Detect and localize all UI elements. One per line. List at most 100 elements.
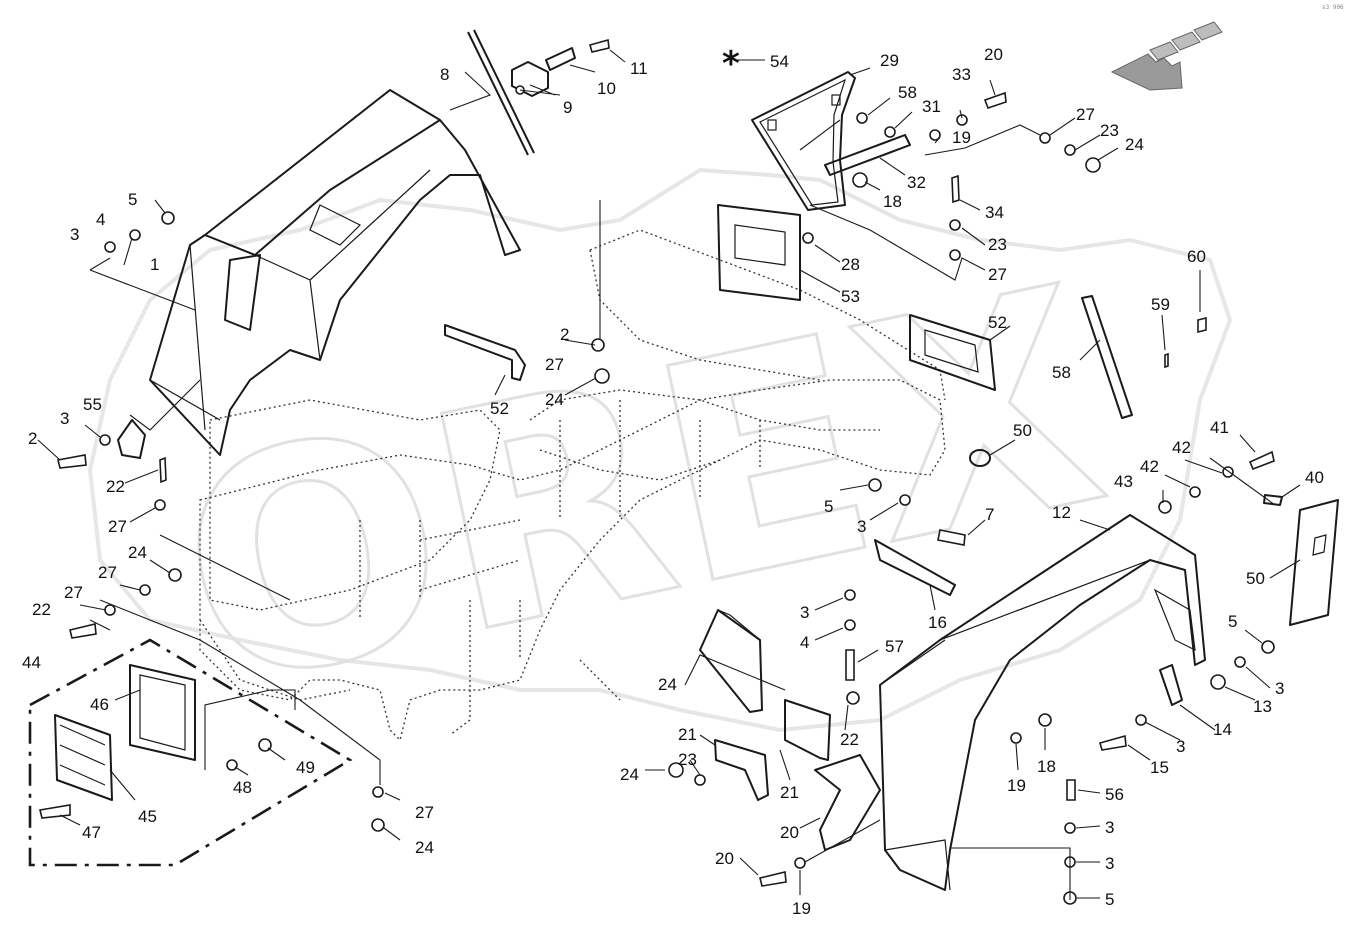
callout-58: 58 xyxy=(1052,363,1071,382)
callout-34: 34 xyxy=(985,203,1004,222)
callout-15: 15 xyxy=(1150,758,1169,777)
callout-10: 10 xyxy=(597,79,616,98)
callout-3-a: 3 xyxy=(70,225,79,244)
callout-3-c: 3 xyxy=(857,517,866,536)
callout-32: 32 xyxy=(907,173,926,192)
part-9-10-hinge xyxy=(511,47,576,97)
callout-17-b: 18 xyxy=(1037,757,1056,776)
callout-40: 43 xyxy=(1114,472,1133,491)
callout-24-c: 24 xyxy=(128,543,147,562)
callout-45: 48 xyxy=(233,778,252,797)
callout-4-b: 4 xyxy=(800,633,809,652)
part-1-left-hood xyxy=(149,89,521,456)
leader-lines xyxy=(37,49,1301,900)
part-16-bracket xyxy=(874,539,956,596)
note-star-icon: * xyxy=(722,44,740,84)
part-20-bracket xyxy=(814,754,881,851)
callout-2-a: 2 xyxy=(560,325,569,344)
part-50-panel xyxy=(1289,499,1339,626)
callout-22-a: 22 xyxy=(106,477,125,496)
callout-29: 29 xyxy=(880,51,899,70)
callout-3-h: 3 xyxy=(1105,854,1114,873)
callout-23-c: 23 xyxy=(678,750,697,769)
callout-22-c: 22 xyxy=(840,730,859,749)
callout-7: 7 xyxy=(985,505,994,524)
part-47-ring xyxy=(969,449,991,467)
part-58-strip xyxy=(1081,295,1133,419)
callout-8: 8 xyxy=(440,65,449,84)
callout-23-a: 23 xyxy=(1100,121,1119,140)
callout-24-b: 24 xyxy=(545,390,564,409)
callout-39-b: 42 xyxy=(1172,438,1191,457)
part-21-bracket-b xyxy=(784,699,831,761)
part-8-rod xyxy=(467,31,529,156)
callout-9: 9 xyxy=(563,98,572,117)
callout-5-c: 5 xyxy=(1228,612,1237,631)
callout-labels: 54 1 3 4 5 8 9 10 11 29 58 31 33 20 19 2… xyxy=(22,45,1324,918)
group-41-outline xyxy=(28,638,353,867)
callout-3-b: 3 xyxy=(60,409,69,428)
callout-54: 54 xyxy=(770,52,789,71)
callout-18-b: 19 xyxy=(792,899,811,918)
callout-50: 50 xyxy=(1246,569,1265,588)
callout-19-b: 20 xyxy=(715,849,734,868)
callout-43: 46 xyxy=(90,695,109,714)
callout-48: 52 xyxy=(988,313,1007,332)
callout-3-f: 3 xyxy=(1176,737,1185,756)
watermark-gear xyxy=(87,167,1233,733)
callout-39-a: 42 xyxy=(1140,457,1159,476)
callout-5-d: 5 xyxy=(1105,890,1114,909)
callout-49: 53 xyxy=(841,287,860,306)
callout-18-a: 19 xyxy=(952,128,971,147)
callout-28: 28 xyxy=(841,255,860,274)
callout-13: 13 xyxy=(1253,697,1272,716)
callout-4-a: 4 xyxy=(96,210,105,229)
callout-24-e: 24 xyxy=(620,765,639,784)
callout-5-b: 5 xyxy=(824,497,833,516)
callout-53: 55 xyxy=(83,395,102,414)
corner-code: s3 906 xyxy=(1322,4,1344,11)
callout-17-a: 18 xyxy=(883,192,902,211)
callout-27-d: 27 xyxy=(108,517,127,536)
callout-59: 59 xyxy=(1151,295,1170,314)
callout-21-a: 21 xyxy=(678,725,697,744)
callout-27-b: 27 xyxy=(988,265,1007,284)
callout-47: 50 xyxy=(1013,421,1032,440)
callout-3-g: 3 xyxy=(1105,818,1114,837)
callout-52: 52 xyxy=(490,399,509,418)
callout-27-g: 27 xyxy=(415,803,434,822)
part-32-clip xyxy=(824,134,911,176)
callout-42: 45 xyxy=(138,807,157,826)
part-48-plate xyxy=(909,314,996,391)
part-21-bracket-a xyxy=(714,739,769,801)
callout-23-b: 23 xyxy=(988,235,1007,254)
callout-14: 14 xyxy=(1213,720,1232,739)
part-12-right-fender xyxy=(879,514,1206,891)
part-13-spacer xyxy=(1210,674,1226,690)
callout-24-a: 24 xyxy=(1125,135,1144,154)
part-52-bracket xyxy=(444,324,526,381)
callout-5-a: 5 xyxy=(128,190,137,209)
callout-1: 1 xyxy=(150,255,159,274)
callout-20: 20 xyxy=(780,823,799,842)
part-43-frame xyxy=(129,664,196,761)
part-53-bracket xyxy=(117,419,146,459)
callout-22-b: 22 xyxy=(32,600,51,619)
part-14-bracket xyxy=(1159,664,1183,706)
callout-46: 49 xyxy=(296,758,315,777)
callout-31: 31 xyxy=(922,97,941,116)
callout-60: 60 xyxy=(1187,247,1206,266)
callout-24-d: 24 xyxy=(415,838,434,857)
callout-37: 40 xyxy=(1305,468,1324,487)
callout-27-e: 27 xyxy=(98,563,117,582)
callout-38: 41 xyxy=(1210,418,1229,437)
callout-27-a: 27 xyxy=(1076,105,1095,124)
callout-55: 58 xyxy=(898,83,917,102)
callout-27-c: 27 xyxy=(545,355,564,374)
callout-2-b: 2 xyxy=(28,429,37,448)
callout-41: 44 xyxy=(22,653,41,672)
callout-44: 47 xyxy=(82,823,101,842)
callout-56: 56 xyxy=(1105,785,1124,804)
callout-12: 12 xyxy=(1052,503,1071,522)
